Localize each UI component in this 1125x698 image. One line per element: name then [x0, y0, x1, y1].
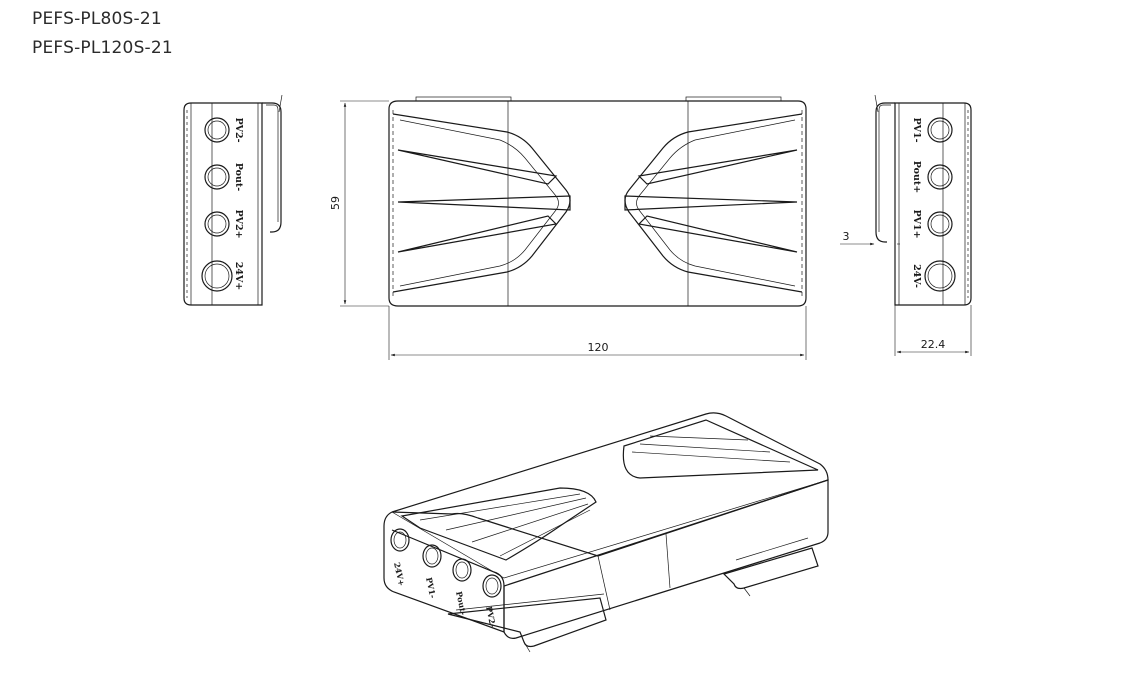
iso-pin-2: PV1-: [424, 576, 438, 599]
left-pin-3: PV2+: [233, 209, 244, 238]
dim-height: 59: [329, 100, 389, 307]
left-side-view: PV2- Pout- PV2+ 24V+: [183, 94, 283, 306]
dim-height-value: 59: [329, 196, 342, 210]
iso-pin-1: 24V+: [392, 561, 407, 587]
right-pin-2: Pout+: [911, 161, 922, 193]
right-connectors: [924, 117, 956, 292]
dim-depth: 22.4: [894, 305, 972, 356]
iso-pin-4: PV2-: [484, 605, 498, 628]
dim-depth-value: 22.4: [921, 338, 946, 351]
dim-length-value: 120: [588, 341, 609, 354]
left-pin-2: Pout-: [233, 163, 244, 192]
model-name-2: PEFS-PL120S-21: [32, 38, 173, 58]
left-connectors: [201, 117, 233, 292]
left-pin-1: PV2-: [233, 117, 244, 142]
front-view: [388, 96, 807, 307]
iso-mount-clip-back: [722, 537, 819, 597]
iso-mount-clip-front: [447, 593, 607, 653]
right-side-view: PV1- Pout+ PV1+ 24V-: [874, 94, 972, 306]
right-pin-1: PV1-: [911, 117, 922, 142]
dim-length: 120: [388, 306, 807, 360]
right-pin-4: 24V-: [911, 264, 922, 288]
iso-connectors: [390, 528, 502, 598]
dim-clip-offset-value: 3: [843, 230, 850, 243]
dim-clip-offset: 3: [840, 230, 900, 246]
left-pin-4: 24V+: [233, 262, 244, 291]
model-name-1: PEFS-PL80S-21: [32, 9, 162, 29]
right-pin-3: PV1+: [911, 209, 922, 238]
isometric-view: 24V+ PV1- Pout- PV2-: [383, 412, 829, 653]
